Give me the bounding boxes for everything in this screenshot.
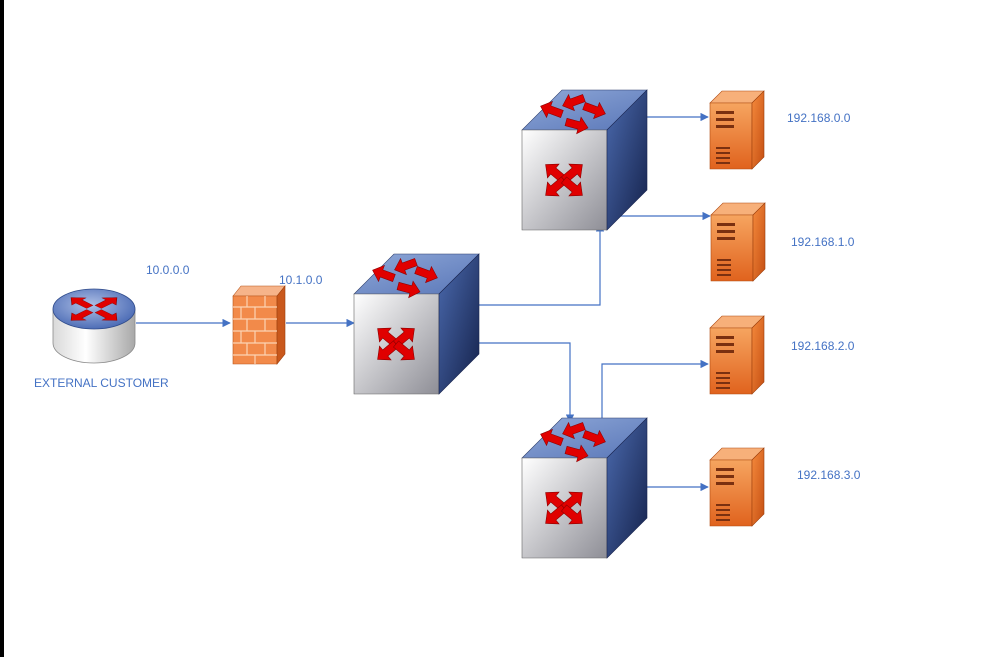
connectors [136,112,711,492]
bottom-switch-icon [522,418,647,558]
server-icon [709,90,765,170]
server-4-label: 192.168.3.0 [797,468,861,482]
connector-core-switch-top [478,223,605,306]
server-icon [709,315,765,395]
connector-core-switch-bottom [478,342,575,423]
connector-switch-bottom-server-3 [601,359,709,424]
server-1-label: 192.168.0.0 [787,111,851,125]
server-icon [709,447,765,527]
router-icon [52,288,136,364]
server-2-label: 192.168.1.0 [791,235,855,249]
server-icon [710,202,766,282]
top-switch-icon [522,90,647,230]
router-network-label: 10.0.0.0 [146,263,190,277]
firewall-network-label: 10.1.0.0 [279,273,323,287]
router-label: EXTERNAL CUSTOMER [34,376,169,390]
core-switch-icon [354,254,479,394]
server-3-label: 192.168.2.0 [791,339,855,353]
firewall-icon [232,285,286,365]
left-edge-bar [0,0,4,657]
